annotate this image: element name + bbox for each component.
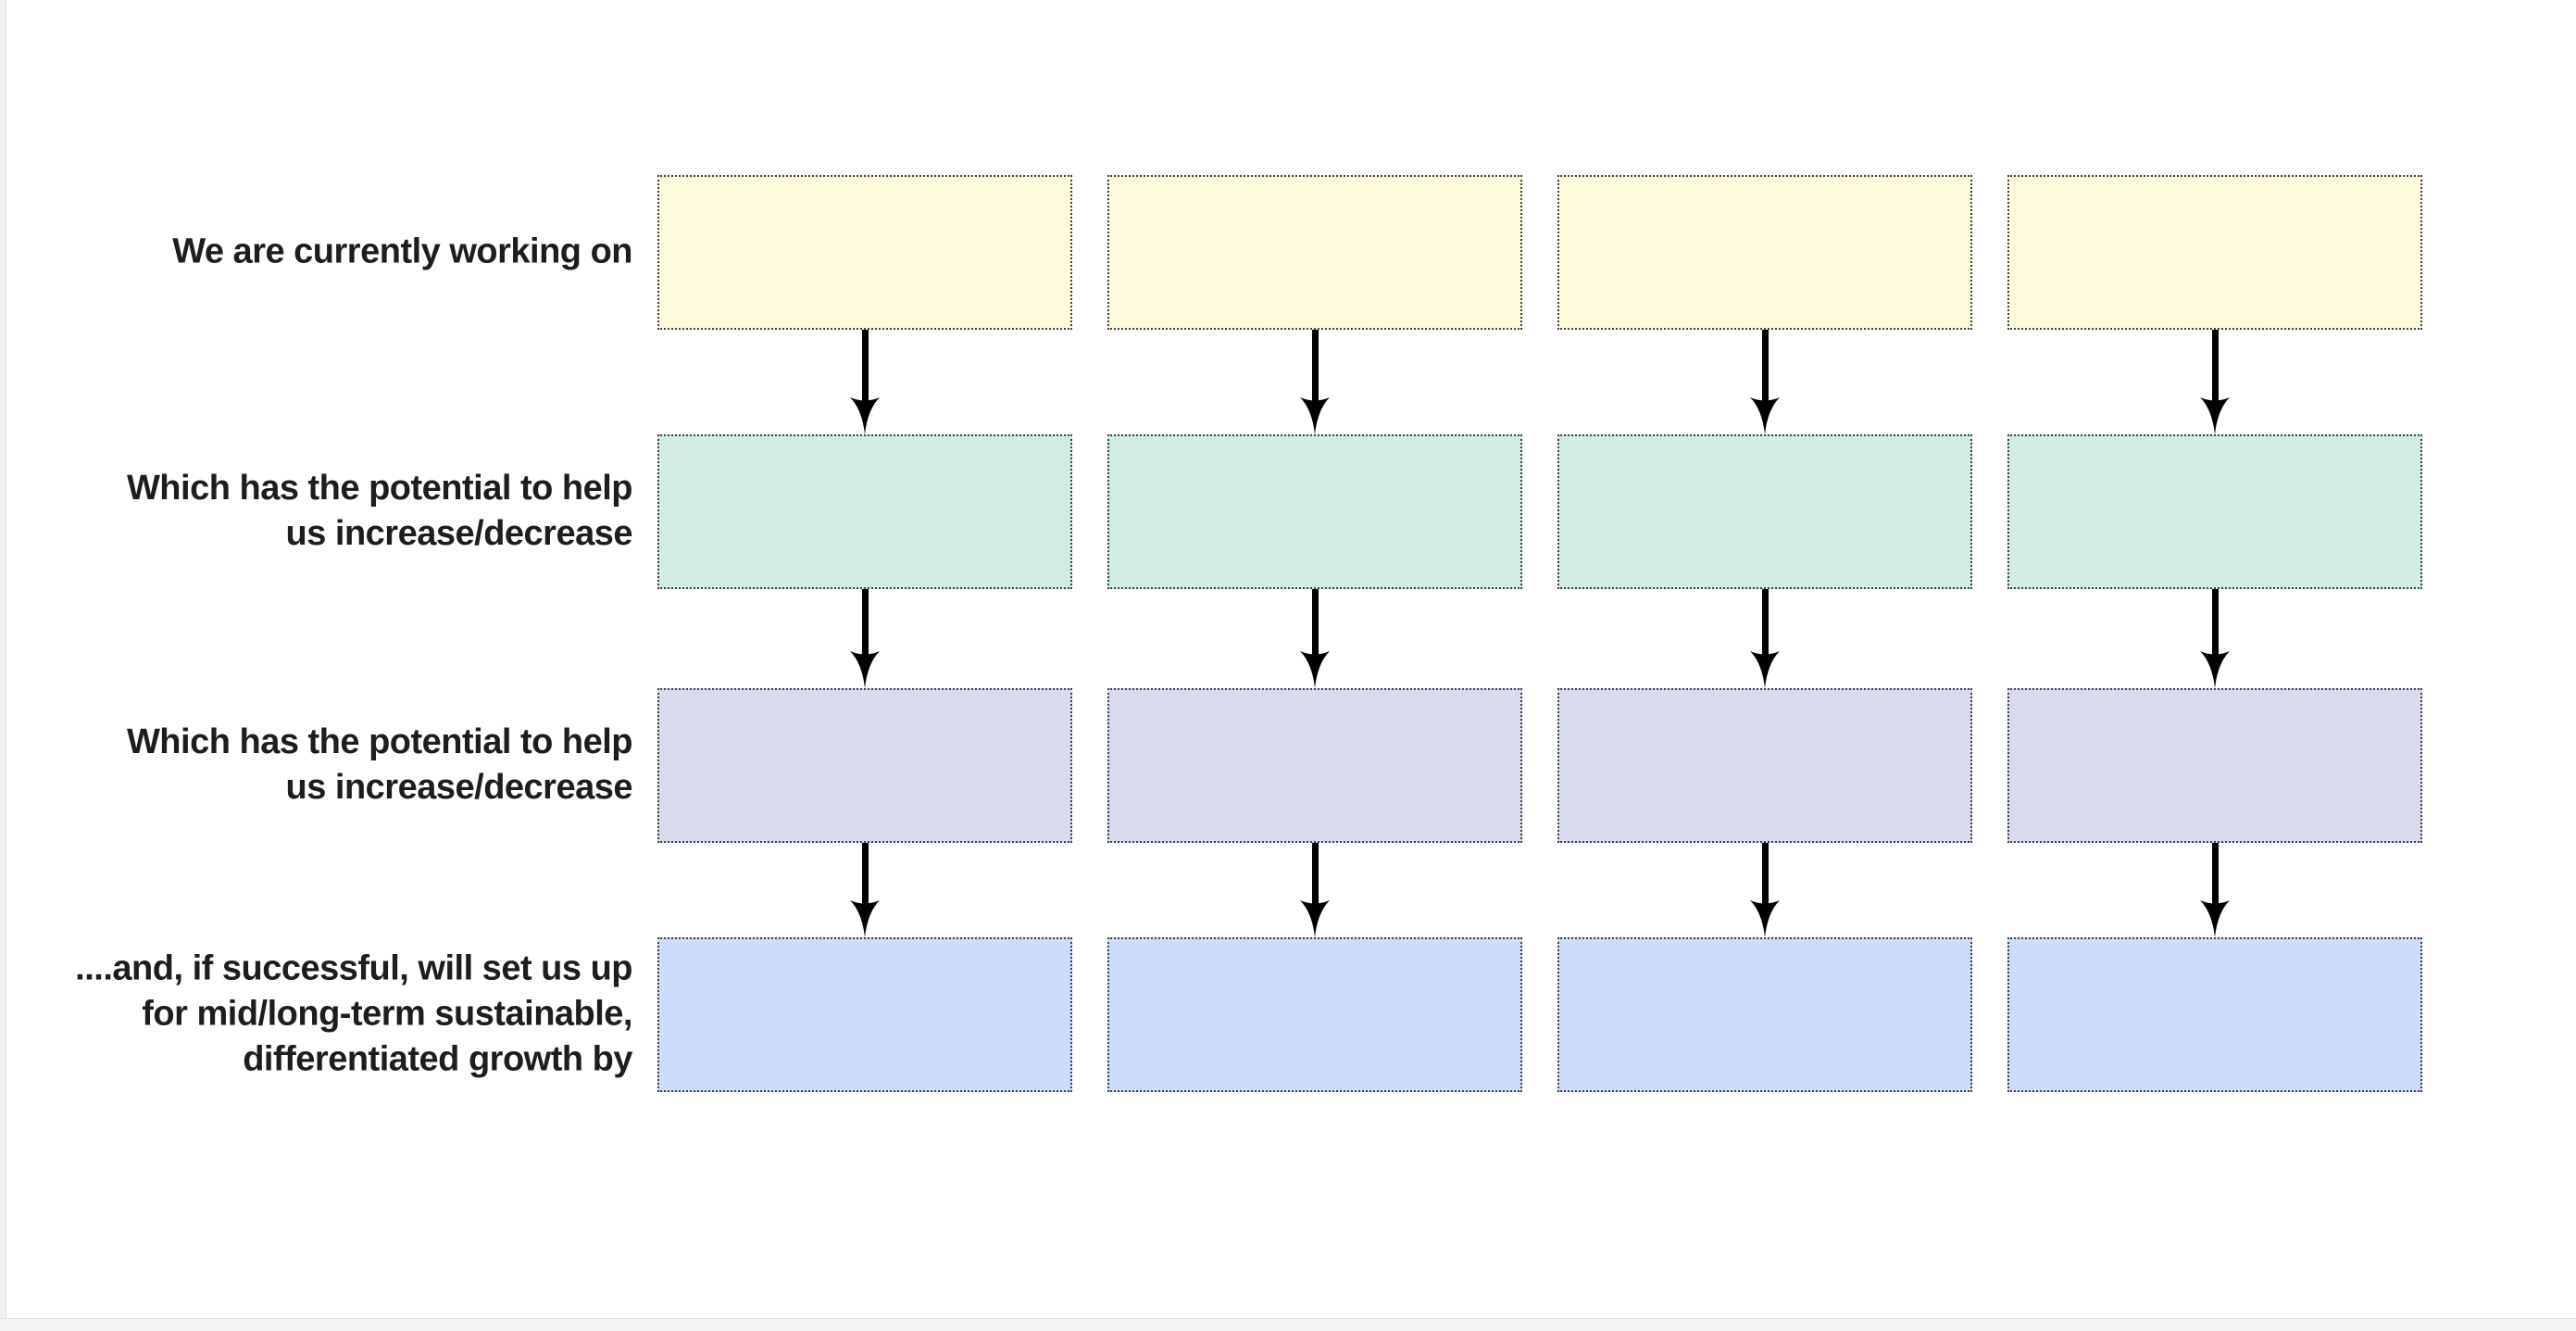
down-arrow-icon [848,330,882,434]
down-arrow-icon [2198,843,2232,937]
flow-box[interactable] [1107,688,1522,843]
row-label-potential-1: Which has the potential to help us incre… [126,469,633,553]
row-label-outcome: ....and, if successful, will set us up f… [75,948,632,1079]
flow-box[interactable] [657,937,1072,1092]
down-arrow-icon [848,843,882,937]
flow-box[interactable] [1557,434,1972,589]
flow-box[interactable] [1557,175,1972,330]
down-arrow-icon [1298,589,1332,688]
row-label-potential-2: Which has the potential to help us incre… [126,722,633,807]
flow-box[interactable] [657,434,1072,589]
down-arrow-icon [1748,589,1782,688]
down-arrow-icon [1748,330,1782,434]
down-arrow-icon [848,589,882,688]
flow-box[interactable] [657,688,1072,843]
down-arrow-icon [2198,589,2232,688]
flow-box[interactable] [1557,937,1972,1092]
row-label-current-work: We are currently working on [172,232,632,271]
flow-box[interactable] [1557,688,1972,843]
down-arrow-icon [1298,843,1332,937]
canvas-left-edge [0,0,6,1331]
flow-box[interactable] [1107,175,1522,330]
canvas-bottom-edge [0,1318,2576,1331]
flow-box[interactable] [657,175,1072,330]
flow-box[interactable] [2007,937,2422,1092]
down-arrow-icon [2198,330,2232,434]
flow-box[interactable] [1107,434,1522,589]
down-arrow-icon [1298,330,1332,434]
flow-box[interactable] [2007,688,2422,843]
flow-box[interactable] [1107,937,1522,1092]
flow-box[interactable] [2007,434,2422,589]
flow-box[interactable] [2007,175,2422,330]
down-arrow-icon [1748,843,1782,937]
